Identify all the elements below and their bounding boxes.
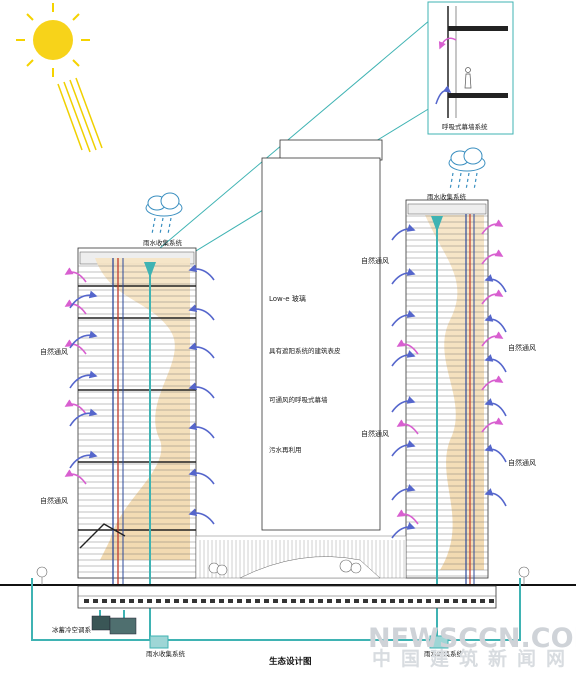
watermark-text: NEWSCCN.COM [368,623,576,654]
right-tower [405,199,489,640]
rain-cloud-icon [145,192,183,235]
ventilation-arrow [481,375,504,391]
ventilation-arrow [481,417,504,433]
rain-collection-label: 雨水收集系统 [427,193,466,201]
natural-ventilation-label: 自然通风 [508,459,536,467]
ventilation-arrow [391,224,416,241]
ventilation-arrow [391,310,416,327]
ventilated-facade-label: 可通风的呼吸式幕墙 [269,396,328,404]
ventilation-arrow [188,468,215,485]
ventilation-arrow [64,469,87,485]
ventilation-arrow [69,370,98,389]
watermark-text: 中国建筑新闻网 [372,648,576,670]
ventilation-arrow [484,444,507,463]
natural-ventilation-label: 自然通风 [40,348,68,356]
ventilation-arrow [391,522,416,539]
tree-icon [36,559,530,585]
ventilation-arrow [188,422,215,439]
natural-ventilation-label: 自然通风 [361,257,389,265]
ventilation-arrow [391,268,416,285]
natural-ventilation-label: 自然通风 [361,430,389,438]
ventilation-arrow [484,274,507,293]
shading-skin-label: 具有遮阳系统的建筑表皮 [269,347,341,355]
ventilation-arrow [391,440,416,457]
ventilation-arrow [64,267,87,283]
rain-cloud-icon [448,147,486,191]
ventilation-arrow [484,398,507,417]
left-tower [77,247,197,640]
rain-collection-label: 雨水收集系统 [143,239,182,247]
ventilation-arrow [64,339,87,355]
ground-and-basement [0,584,576,609]
ventilation-arrow [484,488,507,507]
ventilation-arrow [69,408,98,427]
ventilation-arrow [391,396,416,413]
ventilation-arrow [481,219,504,235]
breathing-facade-label: 呼吸式幕墙系统 [442,123,488,131]
ventilation-arrow [69,450,98,469]
rain-tank-label: 雨水收集系统 [424,650,463,658]
sunlight-rays [57,77,103,153]
ventilation-arrows [64,219,507,539]
podium [195,535,407,579]
lowe-glass-label: Low-e 玻璃 [269,295,306,303]
ventilation-arrow [188,342,215,359]
ventilation-arrow [481,289,504,305]
ventilation-arrow [396,419,419,435]
natural-ventilation-label: 自然通风 [508,344,536,352]
ice-storage-label: 冰蓄冷空调系 [52,626,91,634]
central-tower [261,139,383,531]
ventilation-arrow [188,264,215,281]
ventilation-arrow [396,509,419,525]
ventilation-arrow [484,354,507,373]
ventilation-arrow [188,382,215,399]
diagram-title: 生态设计图 [269,657,312,667]
ventilation-arrow [69,330,98,349]
ventilation-arrow [69,290,98,309]
ventilation-arrow [391,350,416,367]
natural-ventilation-label: 自然通风 [40,497,68,505]
ventilation-arrow [64,299,87,315]
rain-tank-label: 雨水收集系统 [146,650,185,658]
ventilation-arrow [64,399,87,415]
ventilation-arrow [188,508,215,525]
water-tank-icon [91,615,449,649]
ventilation-arrow [188,304,215,321]
sun-icon [16,3,90,77]
ventilation-arrow [391,484,416,501]
ventilation-arrow [481,331,504,347]
ventilation-arrow [396,339,419,355]
sewage-reuse-label: 污水再利用 [269,446,302,454]
ventilation-arrow [484,314,507,333]
ventilation-arrow [481,249,504,265]
